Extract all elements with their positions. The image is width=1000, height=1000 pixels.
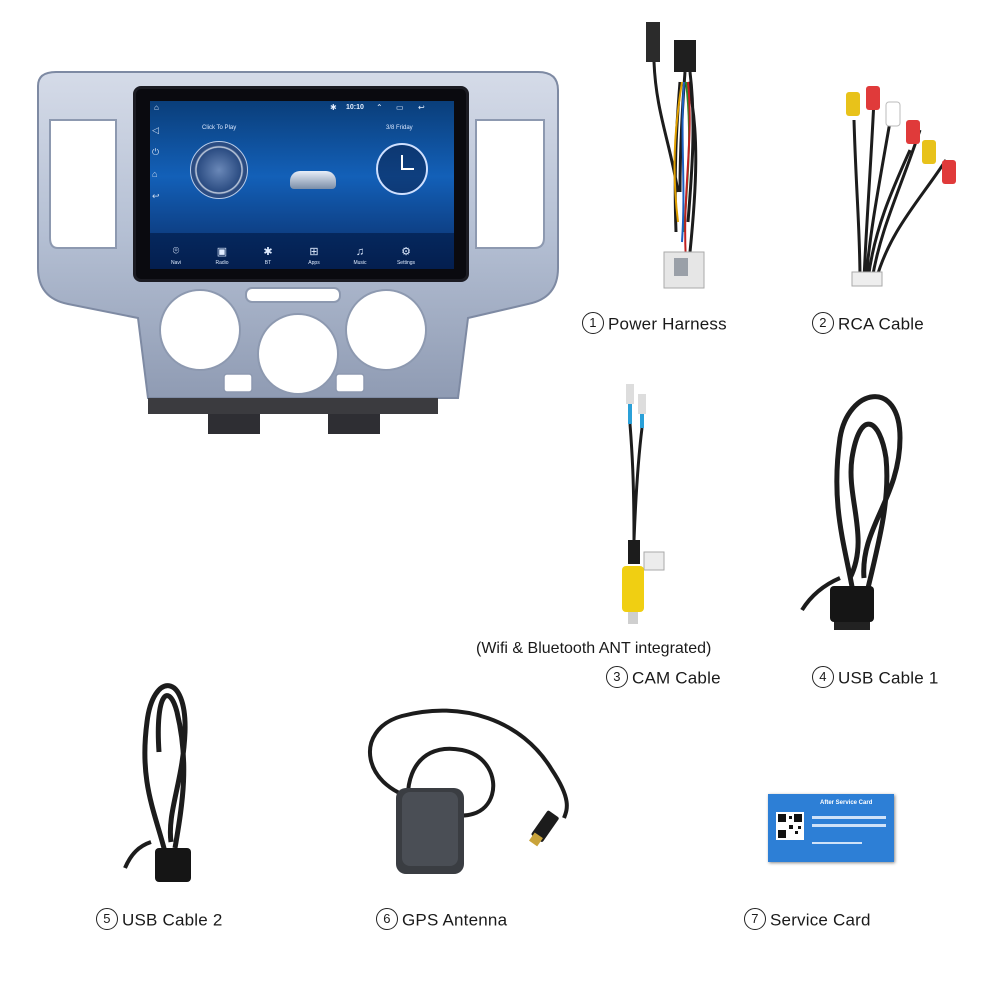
status-bar: ⌂ ✱ 10:10 ⌃ ▭ ↩ bbox=[150, 101, 454, 115]
number-badge: 3 bbox=[606, 666, 628, 688]
back-side-icon[interactable]: ↩ bbox=[152, 191, 160, 201]
rca-cable-image bbox=[846, 86, 956, 287]
date-widget-label: 3/8 Friday bbox=[386, 125, 413, 131]
home-side-icon[interactable]: ⌂ bbox=[152, 169, 158, 179]
window-icon[interactable]: ▭ bbox=[396, 103, 404, 112]
dock-apps[interactable]: ⊞Apps bbox=[294, 245, 334, 266]
home-icon[interactable]: ⌂ bbox=[154, 103, 159, 112]
radio-icon: ▣ bbox=[216, 246, 228, 258]
dock-navi[interactable]: ⌾Navi bbox=[156, 245, 196, 266]
head-unit: ⌂ ✱ 10:10 ⌃ ▭ ↩ ◁ ⏻ ⌂ ↩ Click To Play 3/… bbox=[28, 68, 564, 438]
usb-cable-1-image bbox=[800, 394, 903, 630]
dock-settings[interactable]: ⚙Settings bbox=[386, 245, 426, 266]
music-note-icon: ♫ bbox=[355, 246, 365, 258]
dock-music[interactable]: ♫Music bbox=[340, 246, 380, 266]
dock-bt[interactable]: ✱BT bbox=[248, 245, 288, 266]
music-widget-label: Click To Play bbox=[202, 125, 237, 131]
qr-code-icon bbox=[776, 812, 804, 840]
touch-screen[interactable]: ⌂ ✱ 10:10 ⌃ ▭ ↩ ◁ ⏻ ⌂ ↩ Click To Play 3/… bbox=[133, 86, 469, 282]
music-widget[interactable] bbox=[190, 141, 248, 199]
number-badge: 5 bbox=[96, 908, 118, 930]
power-icon[interactable]: ⏻ bbox=[152, 147, 160, 157]
service-card-title: After Service Card bbox=[820, 800, 873, 806]
antenna-note: (Wifi & Bluetooth ANT integrated) bbox=[476, 640, 712, 657]
back-icon[interactable]: ↩ bbox=[418, 103, 425, 112]
gps-antenna-image bbox=[367, 708, 569, 874]
service-card-image: After Service Card bbox=[768, 794, 894, 862]
number-badge: 6 bbox=[376, 908, 398, 930]
expand-icon[interactable]: ⌃ bbox=[376, 103, 383, 112]
status-time: 10:10 bbox=[346, 104, 364, 111]
bluetooth-icon: ✱ bbox=[263, 246, 273, 258]
number-badge: 7 bbox=[744, 908, 766, 930]
cam-cable-image bbox=[622, 384, 665, 624]
clock-widget[interactable] bbox=[376, 143, 428, 195]
dock-radio[interactable]: ▣Radio bbox=[202, 245, 242, 266]
gear-icon: ⚙ bbox=[401, 246, 411, 258]
home-screen: ⌂ ✱ 10:10 ⌃ ▭ ↩ ◁ ⏻ ⌂ ↩ Click To Play 3/… bbox=[150, 101, 454, 269]
number-badge: 2 bbox=[812, 312, 834, 334]
location-pin-icon: ⌾ bbox=[172, 245, 180, 257]
apps-grid-icon: ⊞ bbox=[309, 246, 319, 258]
number-badge: 4 bbox=[812, 666, 834, 688]
volume-icon[interactable]: ◁ bbox=[152, 125, 159, 135]
bluetooth-status-icon: ✱ bbox=[330, 103, 337, 112]
number-badge: 1 bbox=[582, 312, 604, 334]
usb-cable-2-image bbox=[123, 683, 191, 882]
app-dock: ⌾Navi ▣Radio ✱BT ⊞Apps ♫Music ⚙Settings bbox=[150, 233, 454, 269]
power-harness-image bbox=[646, 22, 705, 289]
car-graphic bbox=[290, 171, 336, 189]
